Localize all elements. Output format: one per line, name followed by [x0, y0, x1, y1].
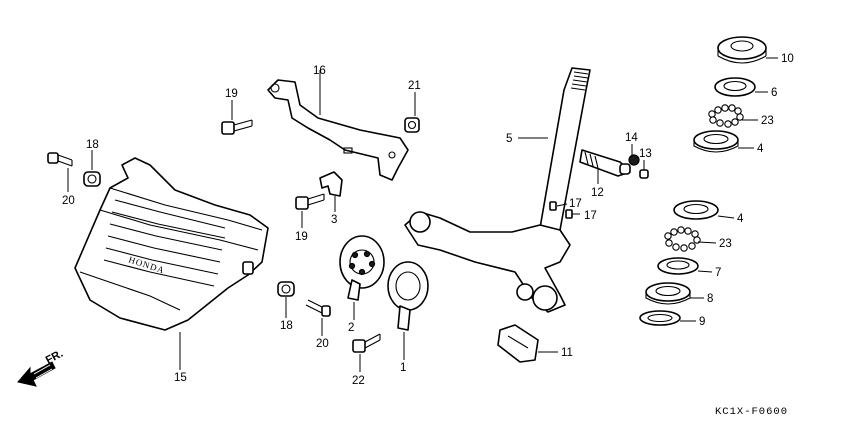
callout-15: 15: [174, 372, 187, 384]
bolt-part-20-lower: [305, 299, 331, 317]
callout-4-upper: 4: [757, 143, 764, 155]
nut-part-14: [628, 154, 640, 166]
callout-8: 8: [707, 293, 713, 305]
callout-10: 10: [781, 53, 794, 65]
bolt-part-22: [352, 333, 381, 353]
callout-20-upper: 20: [62, 195, 75, 207]
callout-11: 11: [561, 347, 573, 359]
callout-20-lower: 20: [316, 338, 329, 350]
seal-part-8: [645, 282, 691, 305]
callout-6: 6: [771, 87, 777, 99]
clip-part-3: [319, 171, 343, 197]
callout-22: 22: [352, 375, 365, 387]
nut-part-18-upper: [83, 171, 101, 187]
cover-part-11: [497, 324, 539, 363]
callout-18-lower: 18: [280, 320, 293, 332]
callout-13: 13: [639, 148, 652, 160]
race-part-6: [714, 77, 756, 97]
front-cover-part-15: HONDA: [74, 157, 269, 331]
callout-12: 12: [591, 187, 604, 199]
callout-1: 1: [400, 362, 406, 374]
callout-23-lower: 23: [719, 238, 732, 250]
race-part-4-lower: [673, 200, 719, 220]
callout-19-upper: 19: [225, 88, 238, 100]
nut-part-10: [717, 36, 767, 64]
callout-5: 5: [506, 133, 512, 145]
callout-16: 16: [313, 65, 326, 77]
callout-21: 21: [408, 80, 421, 92]
bolt-part-20-upper: [47, 152, 73, 167]
bracket-part-16: [267, 79, 409, 181]
steel-balls-part-23-lower: [664, 226, 701, 252]
callout-18-upper: 18: [86, 139, 99, 151]
steering-stem-part-5: [404, 67, 591, 313]
lock-part-12: [579, 149, 631, 177]
bolt-part-19-upper: [221, 119, 253, 135]
callout-17-upper: 17: [569, 198, 582, 210]
callout-9: 9: [699, 316, 705, 328]
nut-part-21: [404, 117, 420, 133]
washer-part-9: [639, 310, 681, 326]
horn-part-1: [387, 261, 429, 331]
horn-part-2: [339, 235, 385, 301]
front-direction-arrow-icon: [17, 361, 56, 387]
callout-labels: 15 16 19 21 18 20 3 19 18 20 2 22 1 5 11…: [62, 53, 794, 387]
leader-lines: [67, 57, 778, 372]
callout-4-lower: 4: [737, 213, 744, 225]
washer-part-18-lower: [277, 281, 295, 297]
screw-part-13: [639, 169, 649, 179]
callout-2: 2: [348, 322, 354, 334]
callout-23-upper: 23: [761, 115, 774, 127]
race-part-7: [657, 257, 699, 275]
diagram-code: KC1X-F0600: [715, 406, 788, 418]
callout-7: 7: [715, 267, 721, 279]
callout-19-lower: 19: [295, 231, 308, 243]
callout-17-lower: 17: [584, 210, 597, 222]
bolt-part-19-lower: [295, 193, 325, 210]
direction-label: FR.: [44, 348, 65, 367]
race-part-4-upper: [693, 130, 739, 153]
callout-14: 14: [625, 132, 638, 144]
steel-balls-part-23-upper: [708, 104, 744, 128]
callout-3: 3: [331, 214, 337, 226]
